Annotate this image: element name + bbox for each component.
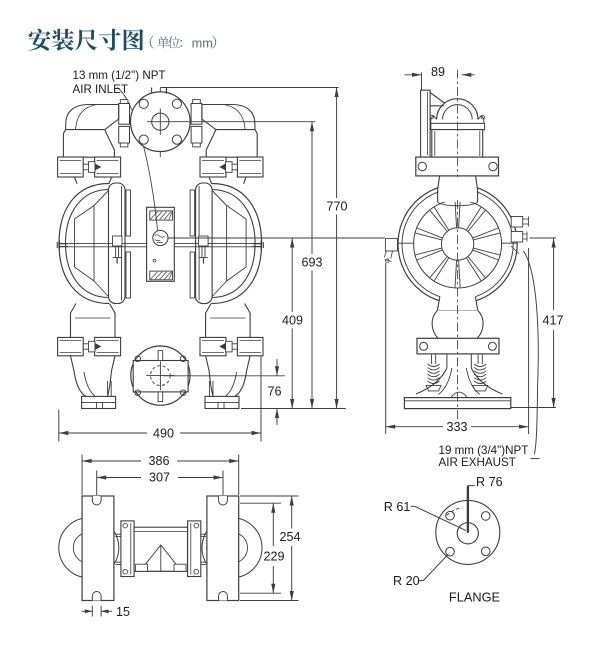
side-clamp-ears (383, 216, 529, 263)
dim-slot-spacing-v: 229 (240, 502, 285, 594)
dim-overall-height: 770 (326, 87, 348, 409)
dim-plate-height: 254 (240, 495, 301, 601)
dim-bracket-offset: 89 (404, 65, 475, 90)
air-exhaust-leader (523, 250, 540, 460)
dim-386: 386 (148, 454, 169, 468)
labels: 13 mm (1/2") NPT AIR INLET 19 mm (3/4")N… (73, 69, 529, 605)
dim-76: 76 (267, 385, 281, 399)
title-glyph-4 (123, 28, 144, 51)
dim-693: 693 (301, 256, 322, 270)
bottom-center-manifold (115, 520, 206, 578)
radius-outer-label: R 76 (476, 475, 503, 489)
dim-overall-width: 490 (58, 356, 262, 442)
front-inlet-flange (117, 87, 191, 231)
flange-detail (410, 485, 501, 582)
flange-caption: FLANGE (449, 590, 500, 605)
dim-490: 490 (153, 426, 174, 440)
dim-409: 409 (282, 314, 303, 328)
front-chamber-clamp-rings (60, 182, 261, 305)
air-exhaust-label: AIR EXHAUST (439, 456, 516, 469)
dim-89: 89 (431, 65, 445, 79)
front-view (56, 87, 264, 410)
bottom-foot-plates (81, 495, 240, 602)
title-glyph-1 (51, 28, 74, 51)
dim-center-height: 409 (282, 238, 303, 409)
unit-colon (180, 40, 183, 47)
title-block: mm (28, 28, 217, 51)
dim-base-width: 333 (385, 248, 530, 434)
dim-foot-width: 386 (81, 454, 240, 495)
unit-value-text: mm (192, 35, 213, 50)
dim-inlet-height: 693 (301, 121, 323, 409)
title-glyph-0 (28, 28, 51, 51)
unit-paren-close (212, 35, 217, 49)
dim-discharge-height: 76 (267, 359, 282, 425)
front-center-body (146, 206, 175, 282)
extension-lines (160, 87, 556, 409)
dim-slot-width: 15 (81, 605, 130, 619)
title-glyph-2 (75, 29, 97, 51)
dim-770: 770 (326, 200, 347, 214)
dim-307: 307 (149, 471, 170, 485)
unit-glyph-0 (157, 36, 170, 49)
unit-paren-open (149, 35, 154, 49)
dim-333: 333 (446, 420, 467, 434)
dim-15: 15 (116, 605, 130, 619)
radius-bolt-hole-label: R 20 (393, 574, 420, 588)
dim-417: 417 (542, 314, 563, 328)
dim-center-to-base: 417 (511, 238, 564, 408)
unit-glyph-1 (167, 36, 181, 49)
air-inlet-label: AIR INLET (73, 83, 128, 96)
dim-229: 229 (263, 549, 284, 563)
dim-254: 254 (279, 530, 300, 544)
bottom-view (58, 495, 263, 602)
air-inlet-size-label: 13 mm (1/2") NPT (73, 69, 166, 82)
side-view (383, 69, 529, 420)
dim-slot-spacing-h: 307 (96, 470, 224, 495)
dimensions: 770 693 409 76 490 89 417 333 386 307 25… (58, 65, 564, 619)
radius-bolt-circle-label: R 61 (384, 500, 411, 514)
air-exhaust-size-label: 19 mm (3/4")NPT (439, 444, 529, 457)
